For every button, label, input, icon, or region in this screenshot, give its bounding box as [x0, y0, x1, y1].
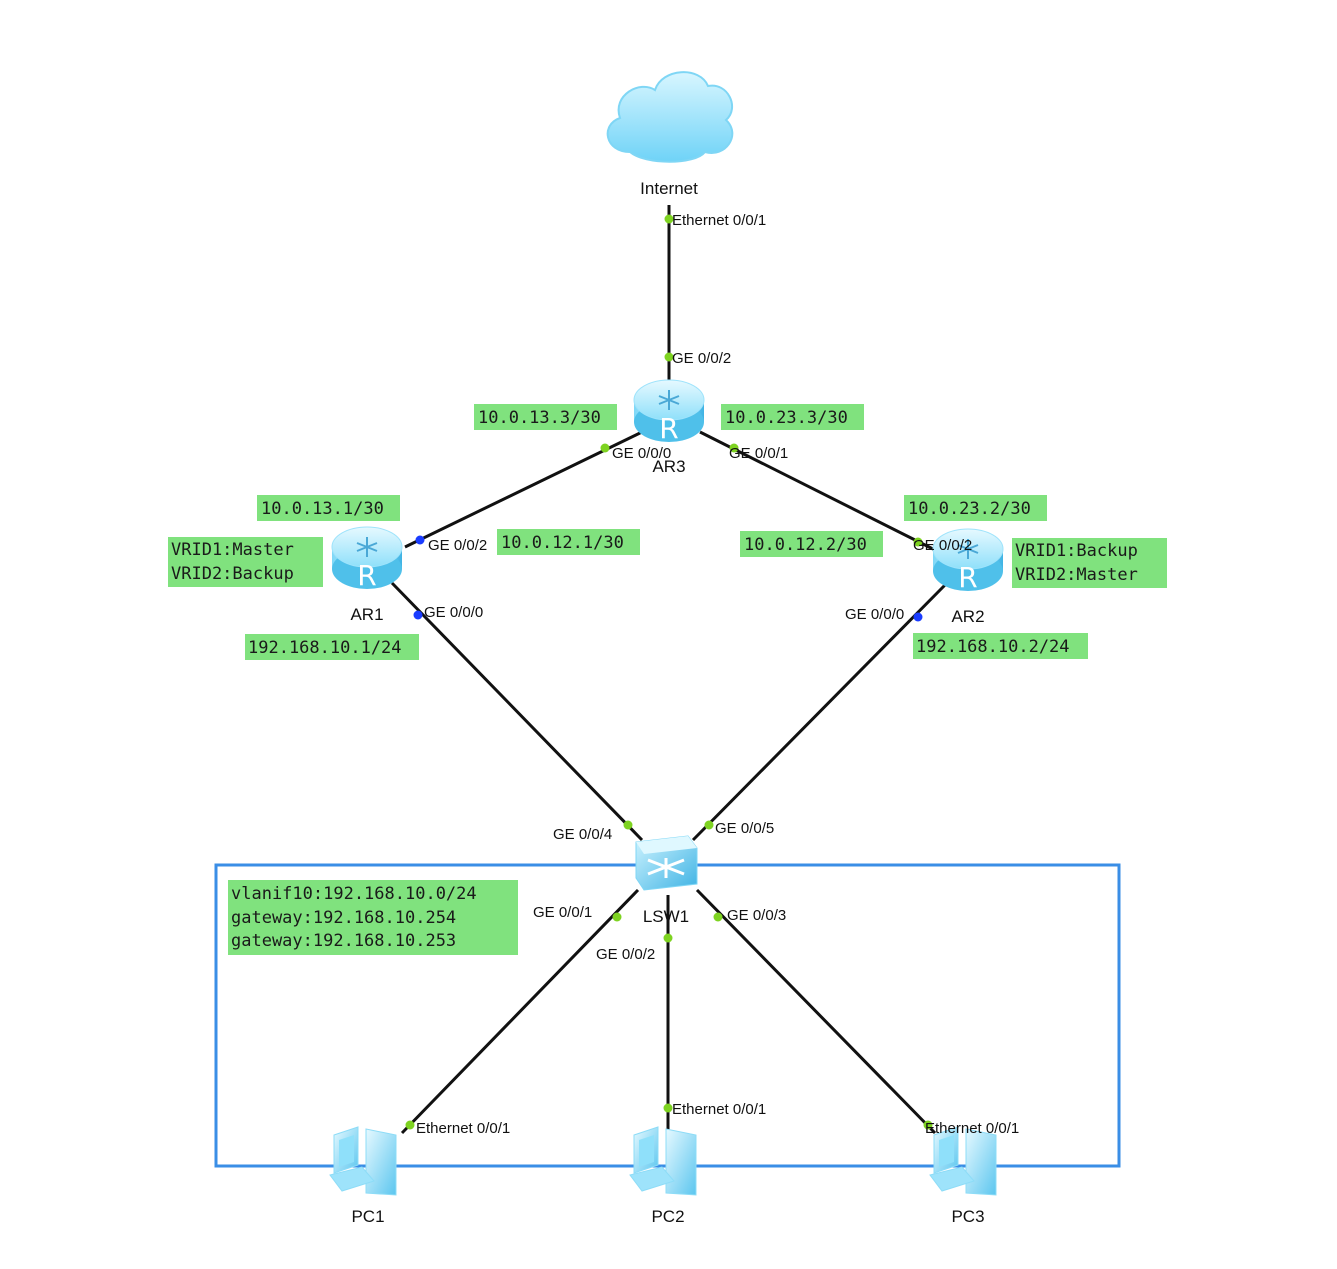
pc1[interactable]: PC1	[329, 1126, 397, 1226]
svg-text:R: R	[659, 412, 678, 445]
link-ar2-lsw1	[691, 583, 947, 842]
port-label-ar3-g001: GE 0/0/1	[729, 445, 788, 462]
link-ar3-ar2	[699, 430, 936, 552]
note-line: 10.0.13.3/30	[478, 408, 601, 428]
port-label-lsw-g004: GE 0/0/4	[553, 826, 612, 843]
note-line: 10.0.13.1/30	[261, 499, 384, 519]
port-dot	[923, 1120, 933, 1130]
pc1-label: PC1	[351, 1207, 384, 1226]
ar1-label: AR1	[350, 605, 383, 624]
switch-lsw1[interactable]: LSW1	[635, 835, 698, 926]
lsw1-label: LSW1	[643, 907, 689, 926]
link-lsw1-pc3	[695, 888, 937, 1135]
pc3[interactable]: PC3	[929, 1126, 997, 1226]
port-dot	[713, 912, 723, 922]
router-icon: R	[633, 379, 705, 445]
port-dot	[664, 214, 674, 224]
note-line: VRID2:Master	[1015, 565, 1138, 585]
note-line: 10.0.12.2/30	[744, 535, 867, 555]
router-ar2[interactable]: R AR2	[932, 528, 1004, 626]
note-ar3-right-ip: 10.0.23.3/30	[721, 404, 864, 430]
router-ar1[interactable]: R AR1	[331, 526, 403, 624]
port-dot	[729, 443, 739, 453]
router-icon: R	[932, 528, 1004, 594]
port-label-pc3-eth: Ethernet 0/0/1	[925, 1120, 1019, 1137]
note-ar1-link-ip: 10.0.12.1/30	[497, 529, 640, 555]
pc2[interactable]: PC2	[629, 1126, 697, 1226]
port-dot	[664, 352, 674, 362]
port-dot	[663, 1103, 673, 1113]
note-ar1-lan-ip: 192.168.10.1/24	[245, 634, 419, 660]
router-ar3[interactable]: R AR3	[633, 379, 705, 476]
port-dot	[623, 820, 633, 830]
router-icon: R	[331, 526, 403, 592]
note-ar2-link-ip: 10.0.12.2/30	[740, 531, 883, 557]
port-label-pc1-eth: Ethernet 0/0/1	[416, 1120, 510, 1137]
note-ar1-vrid: VRID1:Master VRID2:Backup	[168, 537, 323, 587]
link-ar1-lsw1	[390, 581, 644, 842]
note-ar2-vrid: VRID1:Backup VRID2:Master	[1012, 538, 1167, 588]
port-dot	[704, 820, 714, 830]
pc3-label: PC3	[951, 1207, 984, 1226]
port-labels: Ethernet 0/0/1 GE 0/0/2 GE 0/0/0 GE 0/0/…	[416, 212, 1019, 1137]
ar2-label: AR2	[951, 607, 984, 626]
note-line: VRID2:Backup	[171, 564, 294, 584]
port-dot	[415, 535, 425, 545]
pc-icon	[329, 1126, 397, 1196]
port-label-pc2-eth: Ethernet 0/0/1	[672, 1101, 766, 1118]
port-dot	[913, 537, 923, 547]
port-dot	[612, 912, 622, 922]
note-line: 10.0.12.1/30	[501, 533, 624, 553]
port-label-internet-eth: Ethernet 0/0/1	[672, 212, 766, 229]
note-ar2-up-ip: 10.0.23.2/30	[904, 495, 1047, 521]
internet-label: Internet	[640, 179, 698, 198]
note-line: gateway:192.168.10.254	[231, 908, 456, 928]
port-dot	[413, 610, 423, 620]
port-dot	[405, 1120, 415, 1130]
link-lsw1-pc1	[400, 888, 640, 1135]
port-label-ar2-g002: GE 0/0/2	[913, 537, 972, 554]
svg-text:R: R	[958, 561, 977, 594]
note-line: 10.0.23.2/30	[908, 499, 1031, 519]
port-label-ar3-g002: GE 0/0/2	[672, 350, 731, 367]
port-dot	[913, 612, 923, 622]
note-line: VRID1:Master	[171, 540, 294, 560]
note-line: 192.168.10.1/24	[248, 638, 402, 658]
cloud-icon	[606, 71, 734, 163]
note-vlan-info: vlanif10:192.168.10.0/24 gateway:192.168…	[228, 880, 518, 955]
port-label-lsw-g001: GE 0/0/1	[533, 904, 592, 921]
port-dot	[600, 443, 610, 453]
svg-text:R: R	[357, 559, 376, 592]
port-label-ar1-g002: GE 0/0/2	[428, 537, 487, 554]
port-label-lsw-g002: GE 0/0/2	[596, 946, 655, 963]
links	[390, 205, 947, 1135]
port-dot	[663, 933, 673, 943]
ar3-label: AR3	[652, 457, 685, 476]
internet-cloud[interactable]: Internet	[606, 71, 734, 198]
note-line: 10.0.23.3/30	[725, 408, 848, 428]
note-ar3-left-ip: 10.0.13.3/30	[474, 404, 617, 430]
pc2-label: PC2	[651, 1207, 684, 1226]
note-line: gateway:192.168.10.253	[231, 931, 456, 951]
note-ar1-up-ip: 10.0.13.1/30	[257, 495, 400, 521]
note-line: VRID1:Backup	[1015, 541, 1138, 561]
port-label-ar1-g000: GE 0/0/0	[424, 604, 483, 621]
pc-icon	[629, 1126, 697, 1196]
port-label-lsw-g005: GE 0/0/5	[715, 820, 774, 837]
port-label-ar3-g000: GE 0/0/0	[612, 445, 671, 462]
switch-icon	[635, 835, 698, 891]
pc-icon	[929, 1126, 997, 1196]
note-line: 192.168.10.2/24	[916, 637, 1070, 657]
port-label-ar2-g000: GE 0/0/0	[845, 606, 904, 623]
port-dots	[405, 214, 933, 1130]
note-ar2-lan-ip: 192.168.10.2/24	[913, 633, 1088, 659]
port-label-lsw-g003: GE 0/0/3	[727, 907, 786, 924]
note-line: vlanif10:192.168.10.0/24	[231, 884, 477, 904]
